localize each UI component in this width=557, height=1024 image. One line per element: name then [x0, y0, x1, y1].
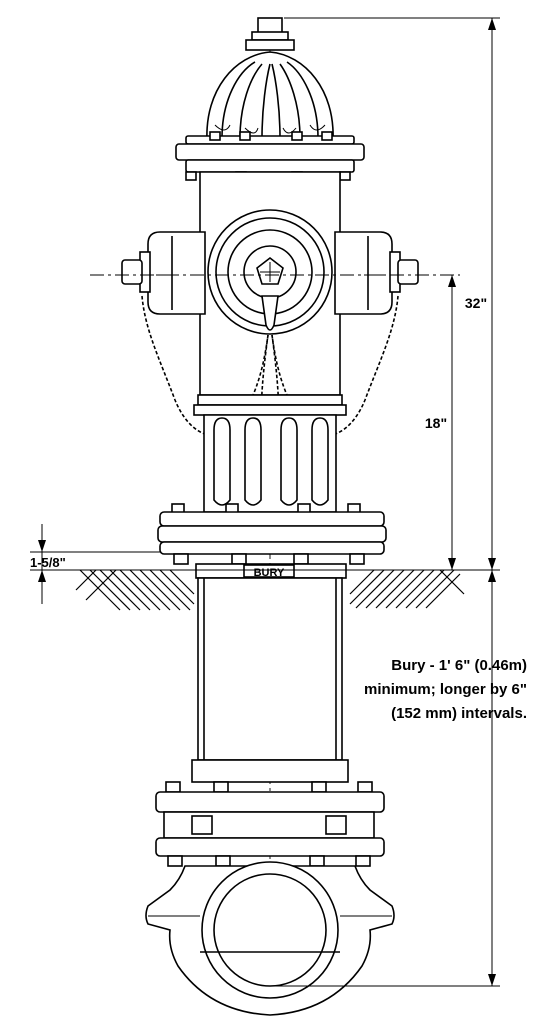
- bury-note-line-3: (152 mm) intervals.: [391, 705, 527, 722]
- dimension-32-label: 32": [465, 295, 487, 311]
- bury-note-line-1: Bury - 1' 6" (0.46m): [391, 657, 527, 674]
- ground-hatch-right: [349, 569, 465, 609]
- dimension-bury-line: [270, 570, 500, 987]
- hydrant-shoe: [145, 861, 395, 1016]
- lower-barrel: [197, 577, 343, 761]
- dimension-32-line: [284, 17, 500, 570]
- dimension-1-5-8-line: [30, 524, 160, 604]
- dimension-18-line: [90, 274, 460, 570]
- bury-ring: [195, 563, 347, 579]
- shoe-flange: [155, 759, 385, 867]
- breakaway-flange: [157, 503, 387, 565]
- pumper-nozzle: [207, 209, 333, 335]
- ground-hatch-left: [75, 569, 195, 611]
- barrel-band: [193, 394, 347, 513]
- bury-note-line-2: minimum; longer by 6": [364, 681, 527, 698]
- operating-nut: [245, 17, 295, 51]
- left-hose-nozzle: [121, 231, 206, 315]
- dimension-1-5-8-label: 1-5/8": [30, 555, 66, 570]
- bonnet-dome: [206, 51, 334, 141]
- dimension-18-label: 18": [425, 415, 447, 431]
- right-hose-nozzle: [334, 231, 419, 315]
